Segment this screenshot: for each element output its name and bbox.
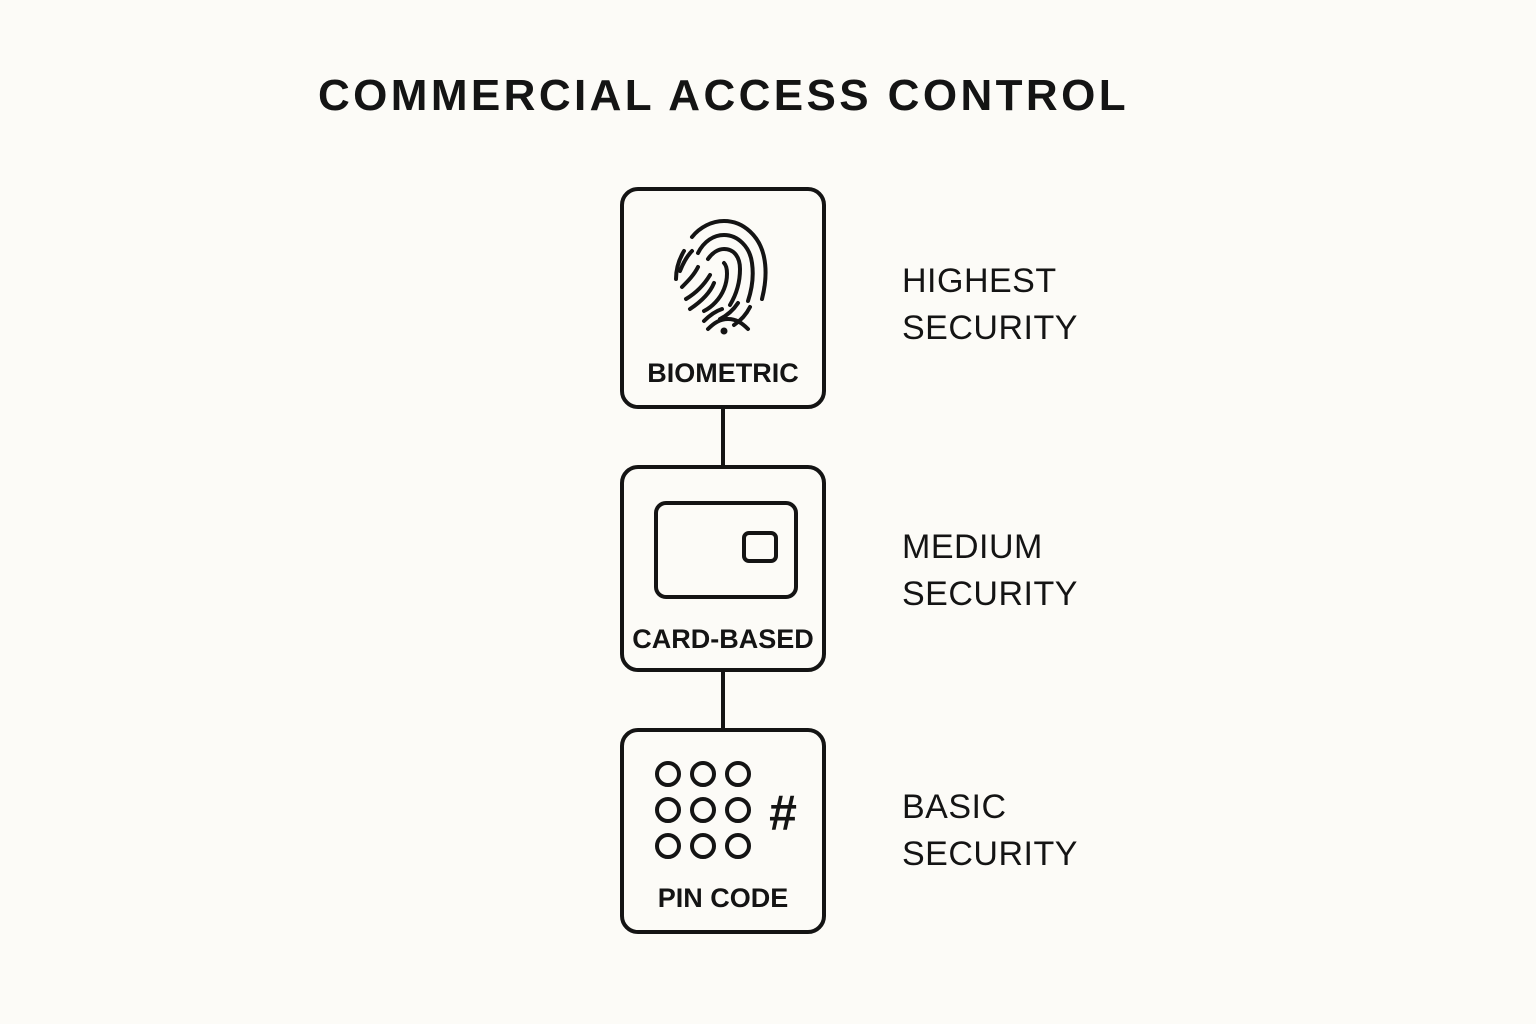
biometric-box: BIOMETRIC [620, 187, 826, 409]
hash-symbol: # [769, 785, 797, 841]
security-level-line: SECURITY [902, 835, 1078, 873]
security-level-line: HIGHEST [902, 262, 1057, 300]
pin-code-label: PIN CODE [657, 883, 789, 913]
card-based-box: CARD-BASED [620, 465, 826, 672]
pin-code-box: # PIN CODE [620, 728, 826, 934]
security-level-line: SECURITY [902, 575, 1078, 613]
fingerprint-icon [674, 218, 768, 335]
keypad-icon: # [655, 761, 797, 859]
security-level-medium: MEDIUM SECURITY [902, 524, 1078, 618]
security-level-highest: HIGHEST SECURITY [902, 258, 1078, 352]
connector-line [721, 668, 725, 732]
card-icon [654, 501, 798, 599]
security-level-line: SECURITY [902, 309, 1078, 347]
security-level-line: BASIC [902, 788, 1007, 826]
security-level-basic: BASIC SECURITY [902, 784, 1078, 878]
connector-line [721, 407, 725, 469]
security-level-line: MEDIUM [902, 528, 1043, 566]
diagram-title: COMMERCIAL ACCESS CONTROL [318, 71, 1129, 120]
card-based-label: CARD-BASED [632, 624, 814, 654]
biometric-label: BIOMETRIC [647, 358, 799, 388]
